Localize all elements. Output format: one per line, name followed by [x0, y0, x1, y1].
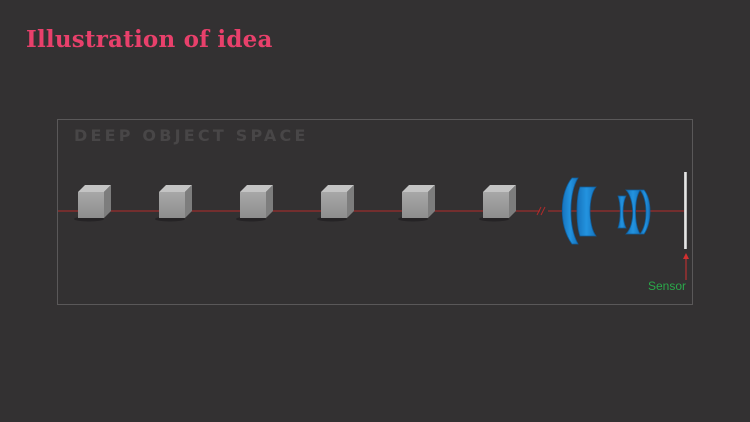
- sensor-pointer-arrow: [683, 253, 689, 280]
- lens-element-3: [617, 195, 627, 229]
- panel-label: DEEP OBJECT SPACE: [74, 126, 309, 145]
- lens-element-4: [625, 189, 641, 235]
- sensor: [684, 172, 687, 249]
- lens-element-5: [639, 189, 651, 235]
- cube-icon: [317, 185, 354, 222]
- axis-break-icon: [536, 206, 546, 216]
- cube-icon: [155, 185, 192, 222]
- slide-title: Illustration of idea: [26, 26, 273, 53]
- object-cubes: [74, 185, 516, 222]
- cube-icon: [398, 185, 435, 222]
- cube-icon: [74, 185, 111, 222]
- sensor-label: Sensor: [648, 279, 687, 293]
- cube-icon: [236, 185, 273, 222]
- lens-element-1: [561, 177, 579, 245]
- lens-group-front: [561, 177, 597, 245]
- lens-group-rear: [617, 189, 651, 235]
- cube-icon: [479, 185, 516, 222]
- lens-element-2: [576, 186, 597, 237]
- diagram-panel: DEEP OBJECT SPACE: [57, 119, 693, 305]
